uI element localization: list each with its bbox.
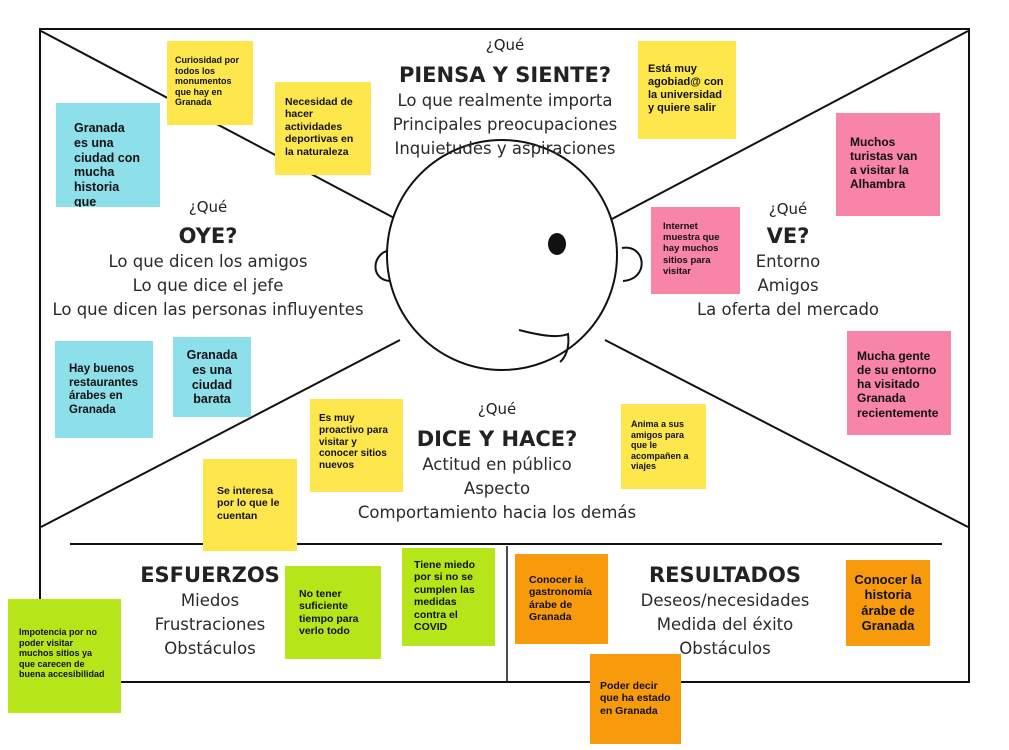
section-piensa-question: ¿Qué — [485, 36, 525, 54]
sticky-note[interactable]: Muchos turistas van a visitar la Alhambr… — [836, 113, 940, 216]
section-dice-line-1: Actitud en público — [422, 455, 572, 474]
sticky-note[interactable]: Está muy agobiad@ con la universidad y q… — [638, 41, 736, 139]
head-eye — [548, 233, 566, 255]
sticky-note[interactable]: Es muy proactivo para visitar y conocer … — [310, 399, 403, 492]
sticky-note[interactable]: Se interesa por lo que le cuentan — [203, 459, 297, 551]
section-piensa-line-1: Lo que realmente importa — [397, 91, 613, 110]
section-dice-line-2: Aspecto — [463, 479, 531, 498]
sticky-note[interactable]: Granada es una ciudad con mucha historia… — [56, 103, 160, 207]
sticky-note[interactable]: Necesidad de hacer actividades deportiva… — [275, 82, 371, 175]
section-resultados-line-1: Deseos/necesidades — [640, 591, 810, 610]
section-esfuerzos-line-3: Obstáculos — [164, 639, 256, 658]
section-dice-question: ¿Qué — [477, 400, 517, 418]
section-piensa-title: PIENSA Y SIENTE? — [398, 63, 612, 87]
section-oye-line-3: Lo que dicen las personas influyentes — [52, 300, 364, 319]
divider-diagonal-bottom-left — [40, 339, 401, 528]
sticky-note[interactable]: Anima a sus amigos para que le acompañen… — [621, 404, 706, 489]
section-ve-title: VE? — [766, 224, 810, 248]
head-right-ear — [621, 246, 643, 282]
section-esfuerzos-title: ESFUERZOS — [140, 563, 280, 587]
sticky-note[interactable]: Curiosidad por todos los monumentos que … — [167, 41, 253, 125]
sticky-note[interactable]: Impotencia por no poder visitar muchos s… — [8, 599, 121, 713]
section-dice-title: DICE Y HACE? — [416, 427, 578, 451]
section-oye-line-2: Lo que dice el jefe — [132, 276, 284, 295]
section-piensa-line-2: Principales preocupaciones — [392, 115, 618, 134]
section-dice-line-3: Comportamiento hacia los demás — [357, 503, 637, 522]
section-resultados-line-2: Medida del éxito — [656, 615, 794, 634]
section-ve-line-1: Entorno — [755, 252, 821, 271]
sticky-note[interactable]: Hay buenos restaurantes árabes en Granad… — [55, 341, 153, 438]
section-ve-line-3: La oferta del mercado — [696, 300, 880, 319]
section-resultados-title: RESULTADOS — [649, 563, 801, 587]
section-ve: ¿Qué VE? Entorno Amigos La oferta del me… — [688, 200, 888, 322]
sticky-note[interactable]: No tener suficiente tiempo para verlo to… — [285, 566, 381, 659]
section-dice-y-hace: ¿Qué DICE Y HACE? Actitud en público Asp… — [345, 400, 649, 525]
sticky-note[interactable]: Conocer la gastronomía árabe de Granada — [515, 554, 608, 644]
section-oye-title: OYE? — [178, 224, 238, 248]
sticky-note[interactable]: Granada es una ciudad barata — [173, 337, 251, 417]
section-esfuerzos: ESFUERZOS Miedos Frustraciones Obstáculo… — [110, 561, 310, 661]
section-piensa-line-3: Inquietudes y aspiraciones — [394, 139, 616, 158]
head-circle — [386, 139, 618, 371]
map-outer-frame — [39, 28, 970, 683]
sticky-note[interactable]: Tiene miedo por si no se cumplen las med… — [402, 548, 495, 646]
section-ve-line-2: Amigos — [757, 276, 819, 295]
section-resultados: RESULTADOS Deseos/necesidades Medida del… — [620, 561, 830, 661]
head-mouth — [518, 329, 570, 363]
section-oye-line-1: Lo que dicen los amigos — [108, 252, 308, 271]
section-esfuerzos-line-2: Frustraciones — [154, 615, 266, 634]
section-oye-question: ¿Qué — [188, 198, 228, 216]
divider-diagonal-top-right — [609, 30, 969, 221]
sticky-note[interactable]: Conocer la historia árabe de Granada — [846, 560, 930, 646]
divider-diagonal-top-left — [40, 30, 399, 221]
section-piensa-y-siente: ¿Qué PIENSA Y SIENTE? Lo que realmente i… — [355, 36, 655, 161]
sticky-note[interactable]: Poder decir que ha estado en Granada — [590, 654, 681, 744]
section-esfuerzos-line-1: Miedos — [180, 591, 240, 610]
sticky-note[interactable]: Mucha gente de su entorno ha visitado Gr… — [847, 331, 951, 435]
divider-diagonal-bottom-right — [604, 339, 969, 528]
section-oye: ¿Qué OYE? Lo que dicen los amigos Lo que… — [50, 198, 366, 322]
section-ve-question: ¿Qué — [768, 200, 808, 218]
section-resultados-line-3: Obstáculos — [679, 639, 771, 658]
sticky-note[interactable]: Internet muestra que hay muchos sitios p… — [651, 207, 740, 294]
